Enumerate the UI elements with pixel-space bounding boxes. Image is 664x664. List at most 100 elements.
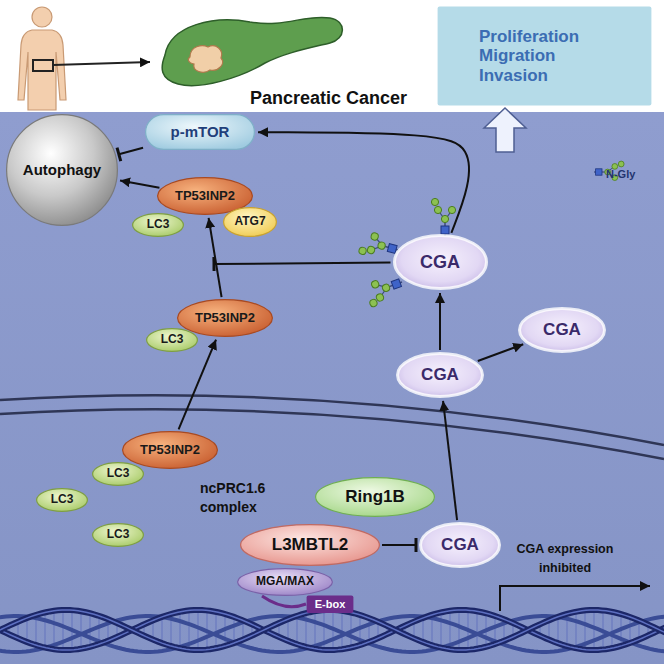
base-pair [233,617,235,643]
base-pair [80,611,82,648]
glycan-square [596,169,602,175]
base-pair [26,618,28,642]
base-pair [611,612,613,648]
node-text: CGA [543,320,581,340]
dna-motif-box: E-box [306,595,354,614]
protein-ellipse: Ring1B [315,477,435,517]
node-text: LC3 [161,333,184,347]
transcription-arrow [500,586,650,611]
protein-ellipse: CGA [419,522,501,568]
autophagy-sphere: Autophagy [6,114,118,226]
dna-strand [0,610,664,650]
node-text: ATG7 [234,215,265,229]
inhibition-line [382,544,416,546]
node-shape [146,115,255,150]
complex-label: ncPRC1.6 complex [200,478,295,516]
node-text: Proliferation Migration Invasion [479,27,609,86]
node-shape [238,569,333,596]
glycan-circle [377,241,386,250]
node-text: LC3 [51,493,74,507]
base-pair [593,610,595,650]
glycan-circle [381,283,390,292]
base-pair [44,612,46,647]
node-shape [133,214,184,237]
base-pair [296,616,298,644]
protein-ellipse: ATG7 [223,207,277,237]
node-shape [93,524,144,547]
base-pair [197,610,199,650]
node-text: TP53INP2 [140,443,200,458]
protein-ellipse: LC3 [146,328,198,352]
node-shape [421,524,500,567]
glycan-circle [618,161,624,167]
base-pair [215,612,217,648]
annotation-label: CGA expression inhibited [500,538,630,576]
protein-ellipse: LC3 [92,523,144,547]
node-shape [224,208,277,237]
protein-ellipse: LC3 [132,213,184,237]
node-shape [520,309,605,352]
base-pair [440,612,442,647]
base-pair [161,617,163,643]
figure-region-box [33,60,53,71]
base-pair [476,611,478,648]
legend-entry: N-Gly [606,163,635,182]
node-text: MGA/MAX [256,575,314,589]
inhibition-line [214,262,391,264]
node-text: L3MBTL2 [272,535,349,555]
activation-arrow [439,293,441,350]
base-pair [341,611,343,649]
base-pair [575,612,577,648]
node-text: CGA [421,365,459,385]
node-shape [307,595,354,612]
binding-line [262,596,306,607]
glycan-circle [434,206,441,213]
node-shape [123,432,218,469]
glycan-circle [448,206,455,213]
glycan-circle [371,280,380,289]
glycan-square [441,226,449,234]
activation-arrow [209,218,222,297]
dna-highlight [0,610,664,650]
label-text: CGA expression inhibited [517,542,614,575]
glycan-circle [358,246,367,255]
node-text: TP53INP2 [195,311,255,326]
base-pair [314,611,316,649]
glycan-circle [367,246,376,255]
cell-background [0,112,664,664]
tumor [188,46,222,72]
pancreas-organ [162,17,342,85]
pancreas-illustration [162,17,342,85]
hollow-up-arrow [484,108,526,152]
organ-title: Pancreatic Cancer [250,88,440,110]
dna-highlight [0,610,664,650]
glycan-symbols [358,161,624,308]
protein-ellipse: LC3 [36,488,88,512]
outcome-box: Proliferation Migration Invasion [437,6,652,106]
protein-ellipse: L3MBTL2 [240,524,380,566]
node-text: LC3 [107,528,130,542]
label-text: ncPRC1.6 complex [200,480,265,515]
node-text: Ring1B [345,487,405,507]
dna-helix [0,610,664,652]
protein-ellipse: CGA [396,352,484,398]
activation-arrow [179,340,216,430]
node-shape [241,525,380,566]
protein-ellipse: LC3 [92,462,144,486]
node-shape [7,115,118,226]
glycan-circle [431,198,438,205]
node-shape [93,463,144,486]
node-text: LC3 [107,467,130,481]
node-text: LC3 [147,218,170,232]
base-pair [557,617,559,643]
label-text: Pancreatic Cancer [250,88,407,108]
activation-arrow [443,401,457,520]
base-pair [629,617,631,643]
node-text: p-mTOR [171,123,230,140]
protein-ellipse: TP53INP2 [122,431,218,469]
base-pair [368,618,370,642]
activation-arrow [120,181,159,188]
node-text: CGA [420,252,460,273]
